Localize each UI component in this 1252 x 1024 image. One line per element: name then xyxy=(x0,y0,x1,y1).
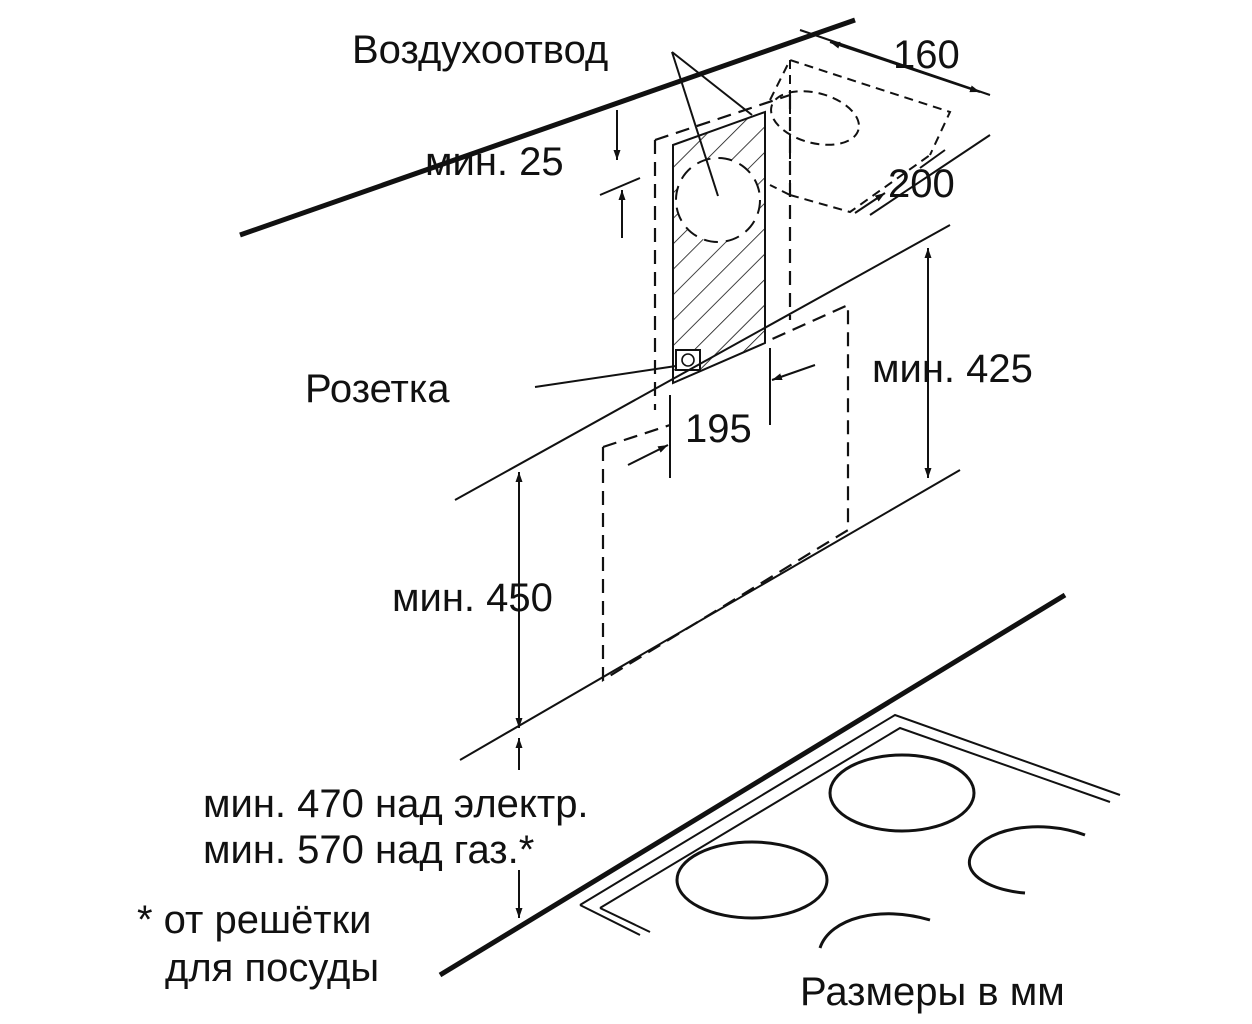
cooktop-burners xyxy=(675,753,1086,949)
min-25-label: мин. 25 xyxy=(425,140,564,184)
dim-200 xyxy=(854,134,991,216)
cooktop-edge xyxy=(438,592,1067,978)
min-570-label: мин. 570 над газ.* xyxy=(203,828,535,872)
socket-leader xyxy=(534,365,677,388)
duct-circle xyxy=(675,157,761,243)
dim-160 xyxy=(799,29,991,96)
hood-dashed-outline xyxy=(601,303,850,682)
socket-label: Розетка xyxy=(305,367,450,411)
ceiling-line xyxy=(239,17,856,238)
cooktop xyxy=(579,713,1121,936)
min-450-label: мин. 450 xyxy=(392,576,553,620)
dim-195-label: 195 xyxy=(685,407,752,451)
min-425-label: мин. 425 xyxy=(872,347,1033,391)
dim-min-25 xyxy=(599,110,641,238)
dim-160-label: 160 xyxy=(893,33,960,77)
note-line-1: * от решётки xyxy=(137,898,372,942)
hood-top-line xyxy=(454,224,951,501)
units-label: Размеры в мм xyxy=(800,970,1065,1014)
duct-label: Воздухоотвод xyxy=(352,28,609,72)
dim-195 xyxy=(627,348,816,478)
duct-leaders xyxy=(671,51,753,197)
hatched-zone xyxy=(672,110,766,385)
note-line-2: для посуды xyxy=(165,946,380,990)
dim-200-label: 200 xyxy=(888,162,955,206)
chimney-dashed-outline xyxy=(653,93,792,410)
min-470-label: мин. 470 над электр. xyxy=(203,782,589,826)
